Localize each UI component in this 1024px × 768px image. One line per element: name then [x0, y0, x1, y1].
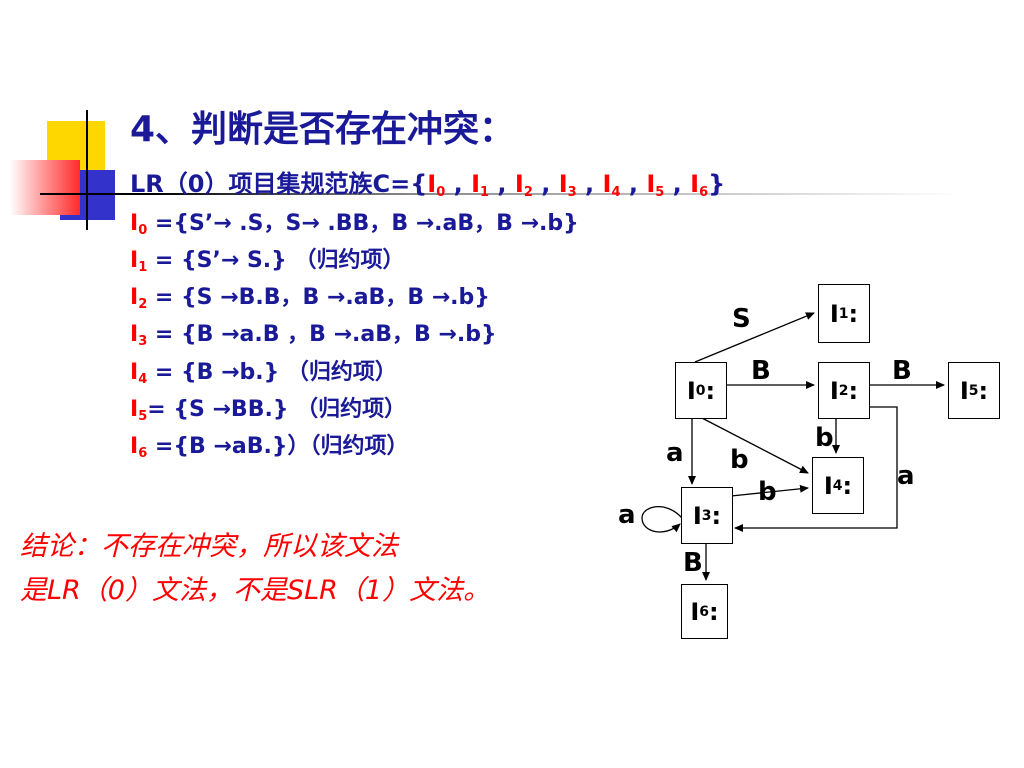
item-set-subscript: 3 [138, 334, 148, 349]
item-set-content: = {B →b.} （归约项） [147, 360, 397, 385]
collection-separator: , [489, 170, 515, 198]
conclusion-line-2: 是LR（0）文法，不是SLR（1）文法。 [20, 575, 491, 606]
collection-item-i2: I2 [514, 170, 533, 200]
item-set-subscript: 1 [138, 260, 148, 275]
item-set-subscript: 6 [138, 446, 148, 461]
item-set-name: I [130, 397, 139, 422]
edge-label-i2-i4: b [815, 423, 834, 453]
collection-suffix: } [708, 170, 726, 198]
collection-separator: , [445, 170, 472, 198]
edge-label-i2-i5: B [892, 356, 912, 386]
collection-item-i6: I6 [690, 170, 709, 200]
item-set-subscript: 5 [138, 409, 148, 424]
collection-separator: , [620, 170, 647, 198]
conclusion-line-1: 结论：不存在冲突，所以该文法 [20, 531, 398, 562]
collection-prefix: LR（0）项目集规范族C={ [130, 170, 428, 198]
edge-i0-i4 [699, 416, 809, 474]
item-set-content: ={B →aB.}）（归约项） [147, 434, 409, 459]
edge-i0-i1 [694, 312, 815, 363]
item-set-subscript: 2 [138, 297, 148, 312]
item-set-row-i4: I4 = {B →b.} （归约项） [130, 359, 397, 394]
item-set-content: = {S →B.B，B →.aB，B →.b} [147, 285, 490, 310]
edge-i3-i4 [730, 484, 809, 497]
collection-separator: , [576, 170, 603, 198]
collection-separator: , [664, 170, 691, 198]
collection-item-i1: I1 [471, 170, 490, 200]
item-set-content: ={S’→ .S，S→ .BB，B →.aB，B →.b} [147, 211, 579, 236]
decor-vertical-line [86, 110, 88, 230]
edge-label-i0-i1: S [732, 304, 751, 334]
collection-item-i4: I4 [602, 170, 621, 200]
slide-title: 4、判断是否存在冲突： [130, 109, 516, 150]
collection-item-i0: I0 [427, 170, 446, 200]
item-set-row-i1: I1 = {S’→ S.} （归约项） [130, 247, 404, 282]
edge-label-i0-i3: a [666, 438, 684, 468]
collection-items: I0 , I1 , I2 , I3 , I4 , I5 , I6 [427, 170, 709, 200]
collection-item-i5: I5 [646, 170, 665, 200]
item-set-subscript: 0 [138, 223, 148, 238]
item-set-row-i6: I6 ={B →aB.}）（归约项） [130, 433, 409, 468]
collection-item-i3: I3 [558, 170, 577, 200]
item-set-subscript: 4 [138, 372, 148, 387]
item-set-name: I [130, 360, 139, 385]
edge-label-i0-i4: b [730, 445, 749, 475]
decor-horizontal-line [40, 193, 960, 195]
item-set-name: I [130, 434, 139, 459]
item-set-name: I [130, 248, 139, 273]
edge-i2-i3 [734, 406, 898, 532]
edge-label-i2-i3: a [897, 461, 915, 491]
item-set-name: I [130, 285, 139, 310]
edge-label-i3-i6: B [683, 548, 703, 578]
lr0-collection: LR（0）项目集规范族C={I0 , I1 , I2 , I3 , I4 , I… [130, 168, 725, 209]
item-set-row-i5: I5= {S →BB.} （归约项） [130, 396, 406, 431]
item-set-row-i0: I0 ={S’→ .S，S→ .BB，B →.aB，B →.b} [130, 210, 579, 245]
edge-label-i3-i3: a [618, 500, 636, 530]
item-set-name: I [130, 211, 139, 236]
item-set-row-i2: I2 = {S →B.B，B →.aB，B →.b} [130, 284, 490, 319]
collection-separator: , [532, 170, 559, 198]
item-set-content: = {B →a.B ，B →.aB，B →.b} [147, 322, 497, 347]
decor-red-square [10, 160, 80, 215]
item-set-name: I [130, 322, 139, 347]
item-set-row-i3: I3 = {B →a.B ，B →.aB，B →.b} [130, 321, 497, 356]
item-set-content: = {S →BB.} （归约项） [147, 397, 407, 422]
item-set-content: = {S’→ S.} （归约项） [147, 248, 405, 273]
edge-label-i3-i4: b [758, 477, 777, 507]
edge-label-i0-i2: B [751, 356, 771, 386]
edge-i3-i3 [641, 506, 683, 533]
